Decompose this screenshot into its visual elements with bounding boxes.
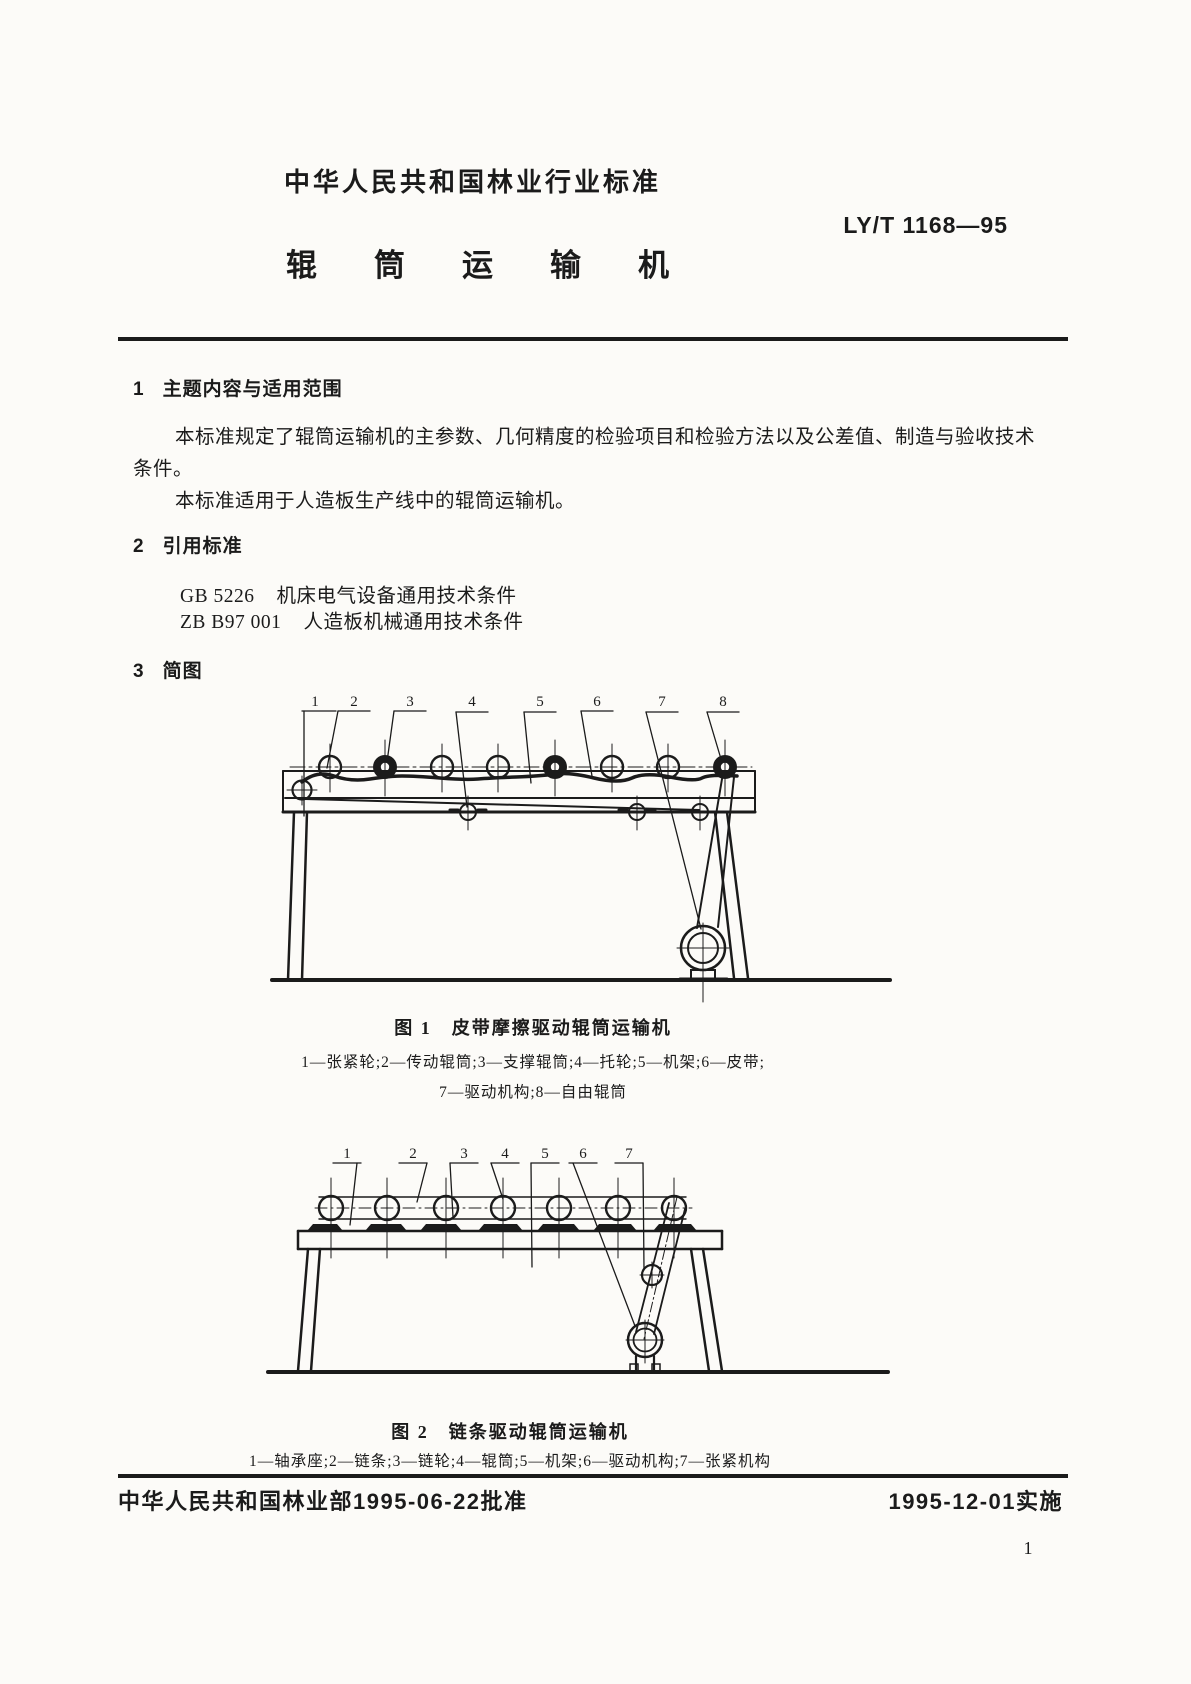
figure1-callout-4: 4: [468, 694, 476, 710]
section-3-heading: 3 简图: [133, 656, 203, 683]
footer-rule: [118, 1474, 1068, 1478]
figure2-chain-driven-conveyor-drawing: 1 2 3 4 5 6 7: [266, 1146, 890, 1374]
section-1-number: 1: [133, 379, 145, 400]
section-2-heading: 2 引用标准: [133, 531, 243, 558]
figure1-callout-2: 2: [350, 694, 358, 710]
figure1-callout-1: 1: [311, 694, 319, 710]
reference-title: 机床电气设备通用技术条件: [276, 586, 517, 607]
figure1-callout-6: 6: [593, 694, 601, 710]
figure2-callout-2: 2: [409, 1146, 417, 1162]
reference-code: GB 5226: [180, 586, 255, 607]
document-title: 辊筒运输机: [286, 248, 726, 283]
section-2-number: 2: [133, 536, 145, 557]
figure1-legend-line-2: 7—驱动机构;8—自由辊筒: [439, 1084, 627, 1101]
figure1-callout-3: 3: [406, 694, 414, 710]
reference-code: ZB B97 001: [180, 612, 282, 633]
standard-number: LY/T 1168—95: [843, 212, 1008, 238]
figure2-callout-3: 3: [460, 1146, 468, 1162]
figure2-legend: 1—轴承座;2—链条;3—链轮;4—辊筒;5—机架;6—驱动机构;7—张紧机构: [248, 1453, 772, 1470]
section-1-heading: 1 主题内容与适用范围: [133, 374, 343, 401]
figure2-callout-4: 4: [501, 1146, 509, 1162]
figure1-caption: 图 1 皮带摩擦驱动辊筒运输机: [394, 1018, 672, 1038]
section-1-paragraph-1-line-1: 本标准规定了辊筒运输机的主参数、几何精度的检验项目和检验方法以及公差值、制造与验…: [175, 427, 1036, 448]
figure1-legend-line-1: 1—张紧轮;2—传动辊筒;3—支撑辊筒;4—托轮;5—机架;6—皮带;: [301, 1054, 765, 1071]
figure2-callout-7: 7: [625, 1146, 633, 1162]
section-1-paragraph-1-line-2: 条件。: [133, 459, 194, 480]
footer-implementation-date: 1995-12-01实施: [888, 1489, 1063, 1514]
section-2-title: 引用标准: [162, 536, 243, 557]
section-1-title: 主题内容与适用范围: [162, 379, 343, 400]
section-1-paragraph-2: 本标准适用于人造板生产线中的辊筒运输机。: [175, 491, 576, 512]
reference-title: 人造板机械通用技术条件: [303, 612, 524, 633]
reference-item-gb5226: GB 5226 机床电气设备通用技术条件: [180, 579, 516, 608]
figure1-belt-driven-conveyor-drawing: 1 2 3 4 5 6 7 8: [270, 694, 892, 1003]
figure1-callout-5: 5: [536, 694, 544, 710]
reference-item-zbb97001: ZB B97 001 人造板机械通用技术条件: [180, 605, 523, 634]
header-rule: [118, 337, 1068, 341]
section-3-title: 简图: [162, 661, 203, 682]
figure2-callout-numbers: 1 2 3 4 5 6 7: [343, 1146, 633, 1162]
figure2-callout-6: 6: [579, 1146, 587, 1162]
standard-class-label: 中华人民共和国林业行业标准: [284, 167, 662, 197]
figure2-callout-1: 1: [343, 1146, 351, 1162]
figure2-caption: 图 2 链条驱动辊筒运输机: [391, 1422, 629, 1442]
footer-approval-date: 中华人民共和国林业部1995-06-22批准: [118, 1489, 528, 1514]
footer: 中华人民共和国林业部1995-06-22批准 1995-12-01实施: [118, 1484, 1063, 1516]
figure1-callout-numbers: 1 2 3 4 5 6 7 8: [311, 694, 727, 710]
figure1-callout-7: 7: [658, 694, 666, 710]
figure2-callout-5: 5: [541, 1146, 549, 1162]
figure1-callout-8: 8: [719, 694, 727, 710]
section-3-number: 3: [133, 661, 145, 682]
page-number: 1: [1023, 1538, 1033, 1558]
